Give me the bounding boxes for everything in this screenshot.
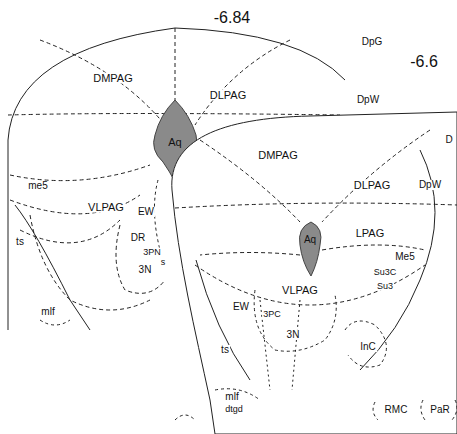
- region-label: PaR: [429, 405, 450, 415]
- region-label: Aq: [167, 137, 182, 148]
- region-boundary: [20, 220, 120, 243]
- region-boundary: [40, 40, 165, 125]
- region-label: 3N: [138, 265, 153, 275]
- section-outline: [15, 205, 90, 330]
- nucleus-outline: [254, 290, 336, 351]
- region-label: DLPAG: [353, 180, 391, 191]
- nucleus-outline: [175, 415, 195, 420]
- region-label: Me5: [394, 252, 415, 262]
- aqueduct: [299, 222, 320, 276]
- nucleus-outline: [421, 400, 457, 420]
- region-label: ts: [15, 237, 25, 247]
- region-boundary: [175, 28, 176, 100]
- region-label: s: [160, 258, 167, 267]
- region-boundary: [175, 203, 457, 208]
- region-label: DpG: [361, 37, 384, 47]
- region-label: DLPAG: [209, 90, 247, 101]
- region-label: me5: [27, 181, 48, 191]
- region-label: D: [444, 135, 453, 145]
- region-boundary: [10, 165, 150, 181]
- region-label: InC: [359, 342, 377, 352]
- nucleus-outline: [373, 402, 378, 420]
- tract-outline: [40, 320, 70, 325]
- region-boundary: [322, 245, 425, 250]
- region-boundary: [30, 215, 150, 310]
- region-label: DMPAG: [92, 73, 134, 84]
- region-boundary: [200, 253, 300, 256]
- region-label: -6.84: [213, 10, 251, 26]
- region-boundary: [322, 130, 430, 222]
- region-label: mlf: [224, 392, 239, 402]
- region-label: Aq: [303, 235, 317, 245]
- tract-outline: [260, 300, 300, 390]
- section-outline: [196, 260, 250, 380]
- region-boundary: [116, 225, 165, 293]
- region-label: DpW: [418, 180, 442, 190]
- nucleus-outline: [345, 321, 386, 367]
- region-boundary: [10, 195, 140, 214]
- region-label: RMC: [384, 405, 409, 415]
- region-label: ts: [220, 345, 230, 355]
- region-label: mlf: [40, 307, 55, 317]
- region-label: Su3C: [373, 268, 398, 277]
- region-label: 3PC: [262, 310, 282, 319]
- region-label: VLPAG: [87, 202, 125, 213]
- region-label: DpW: [356, 95, 380, 105]
- region-label: DMPAG: [257, 150, 299, 161]
- nucleus-outline: [154, 180, 160, 250]
- region-label: Su3: [376, 282, 394, 291]
- region-label: LPAG: [355, 228, 386, 239]
- region-label: 3N: [286, 330, 301, 340]
- region-boundary: [200, 140, 300, 222]
- region-label: dtgd: [224, 405, 244, 414]
- region-label: EW: [137, 207, 155, 217]
- region-label: EW: [232, 302, 250, 312]
- section-outline: [172, 112, 457, 434]
- region-label: 3PN: [142, 248, 162, 257]
- region-boundary: [195, 40, 290, 125]
- region-label: -6.6: [409, 54, 439, 70]
- region-label: VLPAG: [281, 285, 319, 296]
- region-label: DR: [130, 233, 146, 243]
